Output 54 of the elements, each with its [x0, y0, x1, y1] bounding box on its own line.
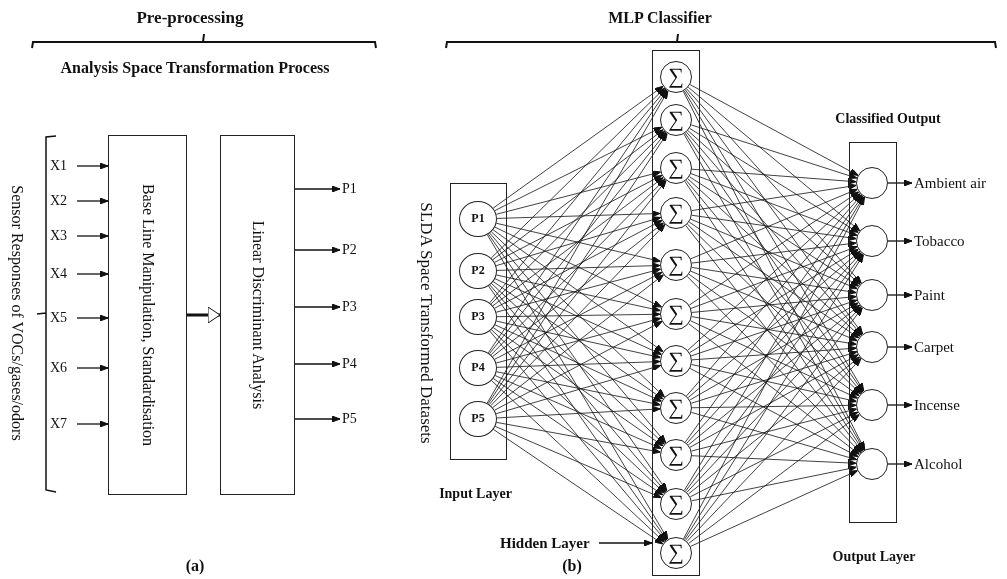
class-label: Paint: [914, 285, 1004, 305]
arrow: [887, 237, 913, 245]
arrow: [887, 460, 913, 468]
signal-label: P4: [342, 355, 366, 373]
arrow: [887, 343, 913, 351]
signal-label: X3: [50, 227, 76, 245]
arrow: [76, 364, 109, 372]
layer-label: Hidden Layer: [500, 534, 598, 552]
signal-label: P1: [342, 180, 366, 198]
arrow: [76, 270, 109, 278]
arrow: [294, 360, 341, 368]
signal-label: X5: [50, 309, 76, 327]
section-subtitle: Analysis Space Transformation Process: [59, 58, 331, 79]
vertical-caption: Sensor Responses of VOCs/gases/odors: [7, 184, 27, 443]
class-label: Carpet: [914, 337, 1004, 357]
signal-label: P2: [342, 241, 366, 259]
process-box: [108, 135, 187, 495]
vertical-caption: SLDA Space Transformed Datasets: [416, 200, 437, 446]
arrow: [294, 185, 341, 193]
arrow: [76, 162, 109, 170]
arrow: [887, 179, 913, 187]
class-label: Alcohol: [914, 454, 1004, 474]
arrow: [294, 246, 341, 254]
layer-title: Output Layer: [831, 549, 917, 565]
arrow: [887, 291, 913, 299]
panel-label: (b): [561, 556, 583, 577]
panel-label: (a): [184, 556, 206, 577]
process-label: Linear Discriminant Analysis: [248, 219, 268, 412]
signal-label: P3: [342, 298, 366, 316]
signal-label: X4: [50, 265, 76, 283]
process-label: Base Line Manipulation, Standardisation: [138, 182, 158, 449]
class-label: Incense: [914, 395, 1004, 415]
arrow: [76, 420, 109, 428]
layer-title: Classified Output: [834, 111, 942, 127]
layer-title: Input Layer: [438, 486, 513, 502]
signal-label: X6: [50, 359, 76, 377]
arrow: [294, 415, 341, 423]
section-title: Pre-processing: [135, 7, 245, 29]
hollow-arrow: [187, 306, 221, 324]
arrow: [887, 401, 913, 409]
arrow: [598, 539, 653, 547]
arrow: [76, 197, 109, 205]
section-title: MLP Classifier: [607, 8, 713, 28]
arrow: [76, 232, 109, 240]
signal-label: X2: [50, 192, 76, 210]
signal-label: X7: [50, 415, 76, 433]
class-label: Ambient air: [914, 173, 1004, 193]
layer-box: [652, 50, 700, 576]
arrow: [76, 314, 109, 322]
signal-label: X1: [50, 157, 76, 175]
class-label: Tobacco: [914, 231, 1004, 251]
process-box: [220, 135, 295, 495]
arrow: [294, 303, 341, 311]
signal-label: P5: [342, 410, 366, 428]
